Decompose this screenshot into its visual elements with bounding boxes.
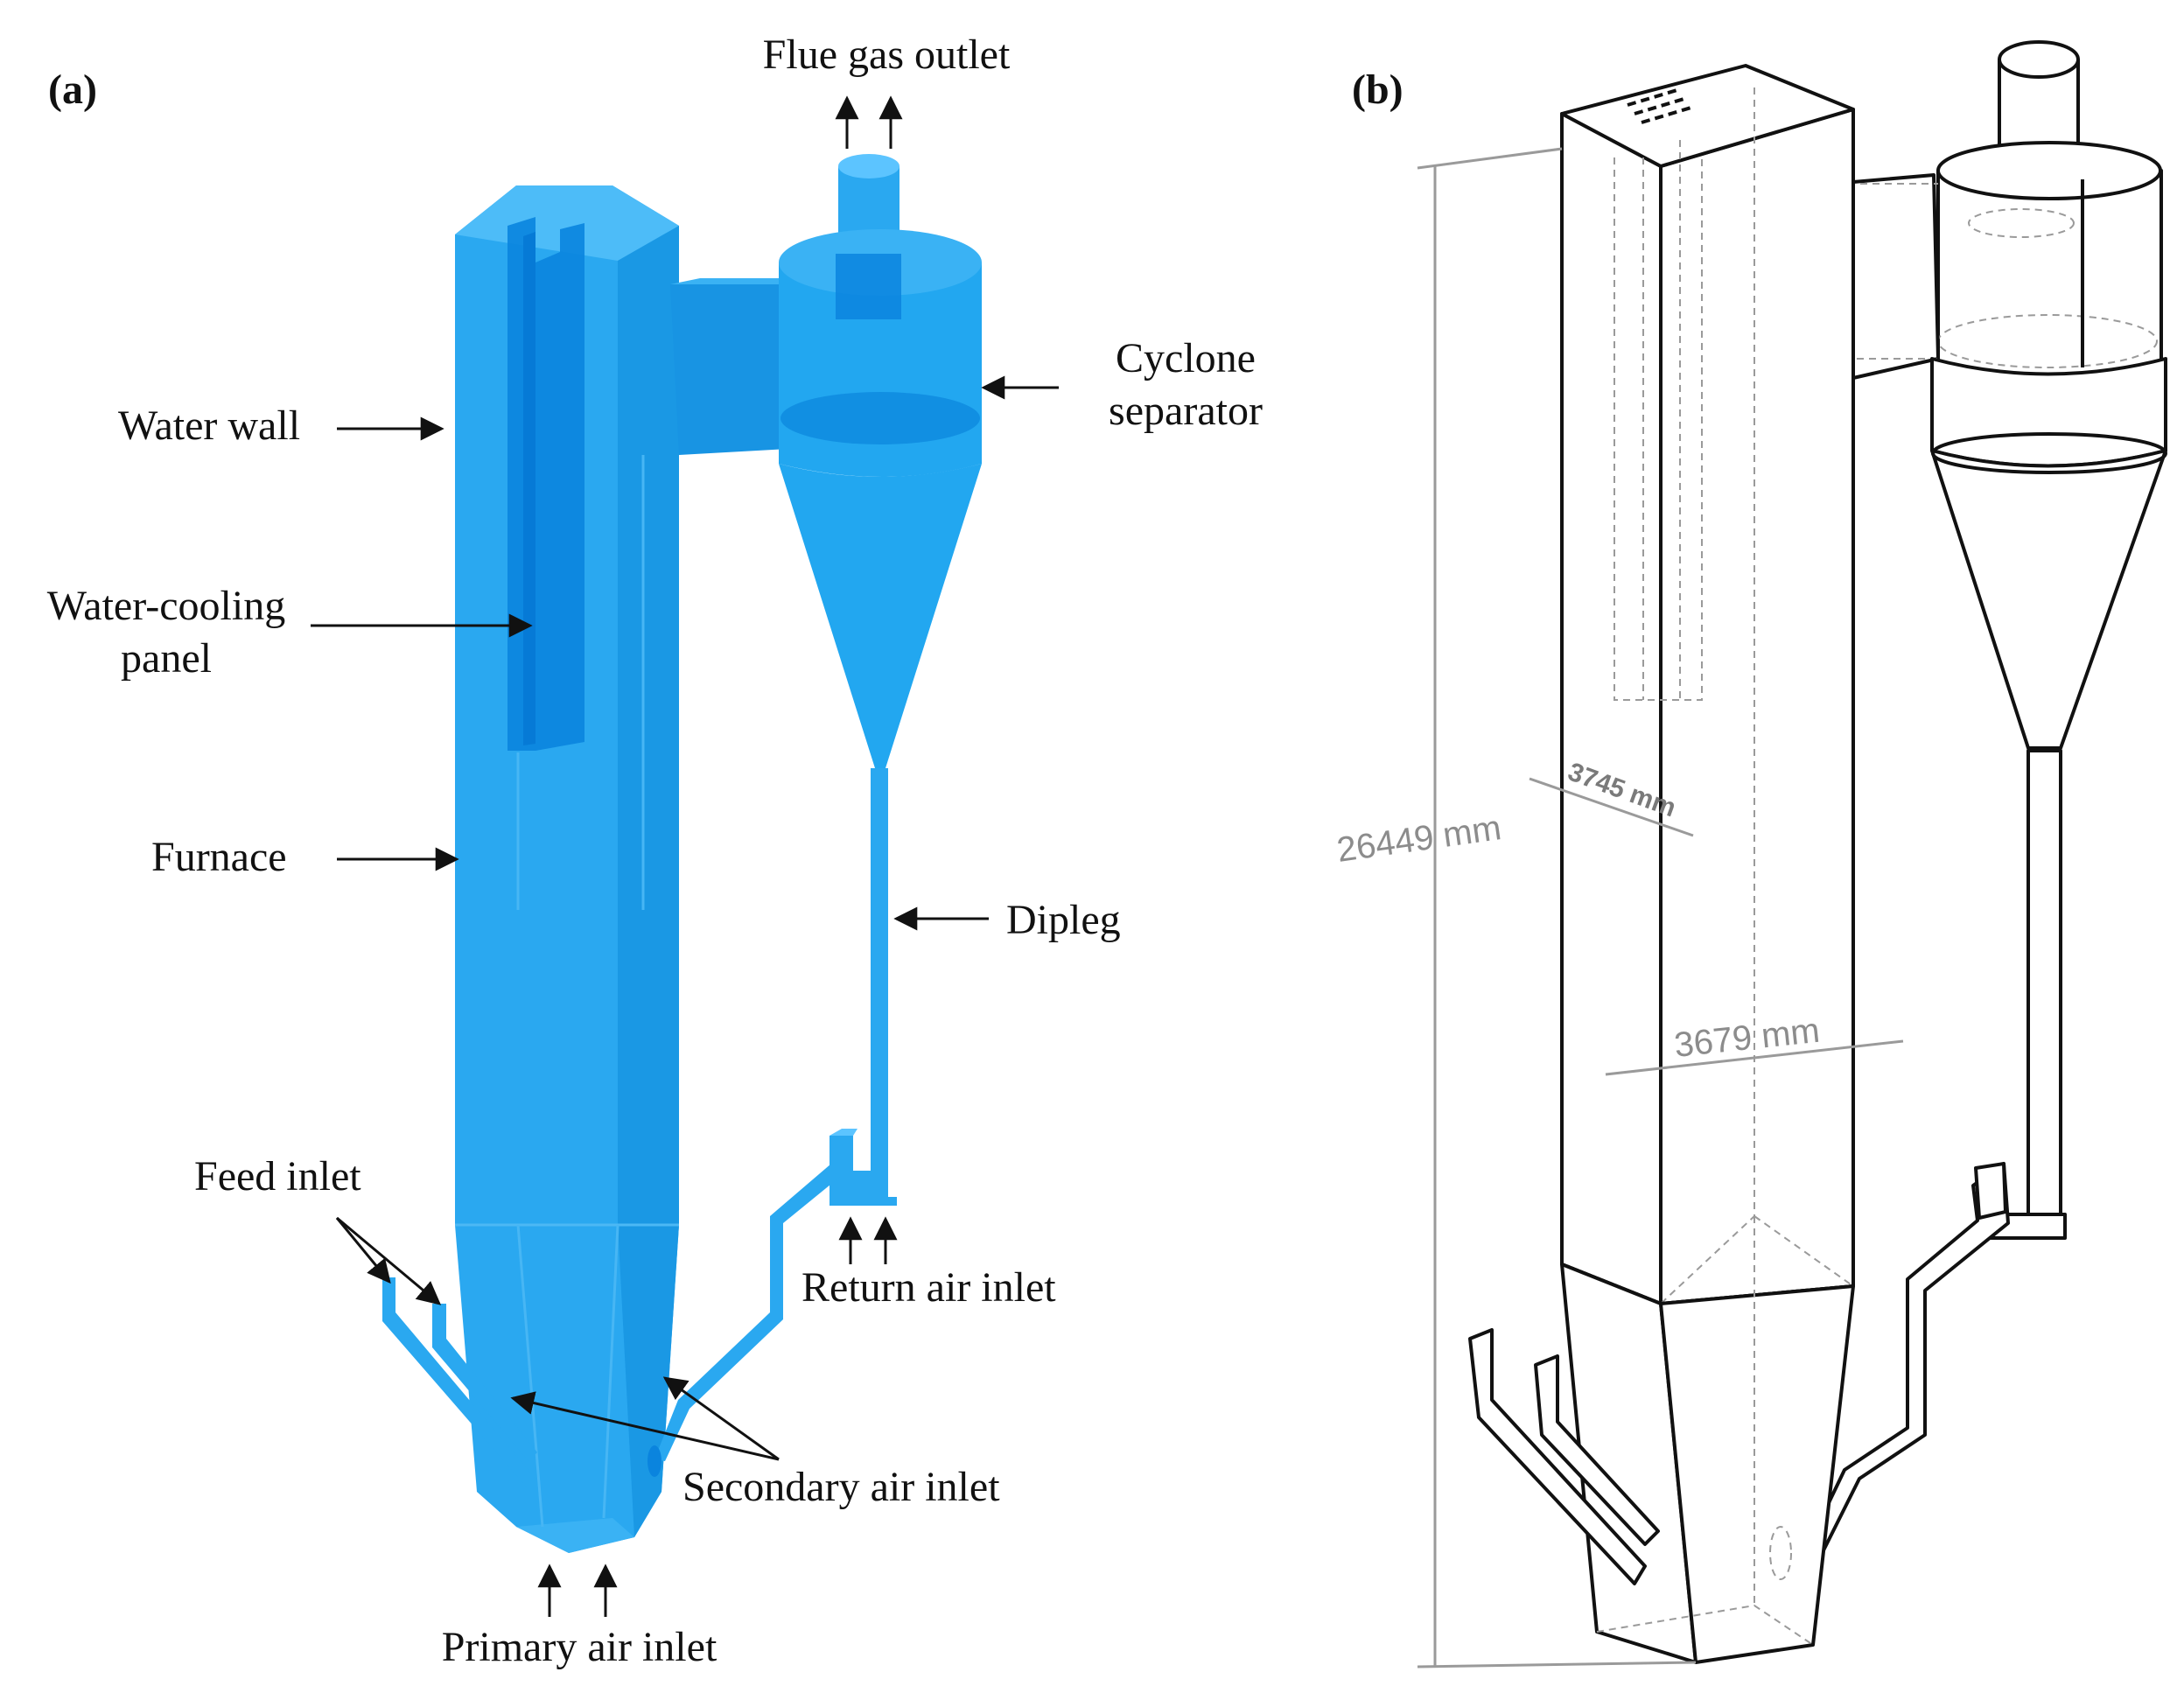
label-flue-gas-outlet: Flue gas outlet — [763, 31, 1011, 78]
outline-feed-inlet-left — [1468, 1328, 1647, 1585]
dim-height-ext-top — [1417, 147, 1563, 170]
feed-inlet-right — [432, 1304, 537, 1461]
dipleg-pipe — [871, 768, 888, 1197]
outline-outlet-pipe-top — [1998, 40, 2080, 79]
water-cooling-panel-highlight — [523, 232, 536, 745]
outline-furnace-front — [1560, 112, 1662, 1305]
label-cyclone-line1: Cyclone — [1116, 335, 1256, 381]
outline-duct — [1852, 173, 1940, 380]
label-water-cooling-line2: panel — [121, 635, 212, 682]
outline-secondary-port-hidden — [1769, 1526, 1792, 1580]
feed-inlet-arrow-right — [336, 1216, 442, 1305]
outline-furnace-top — [1560, 64, 1855, 168]
outline-hidden-panel — [1614, 140, 1703, 701]
connecting-duct — [670, 284, 803, 455]
outline-cyclone-inner-ring-top — [1968, 208, 2075, 238]
outline-dipleg — [2026, 749, 2062, 1218]
cyclone-cone — [779, 464, 982, 768]
secondary-air-arrow-left — [510, 1391, 780, 1461]
panel-a-tag: (a) — [48, 66, 97, 113]
return-leg — [654, 1164, 840, 1461]
outline-hopper-hidden — [1596, 1216, 1814, 1646]
outline-cone-top-ring — [1931, 432, 2167, 474]
outlet-pipe-inner — [836, 254, 901, 319]
secondary-air-arrow-right — [662, 1376, 780, 1461]
secondary-air-port-right — [648, 1445, 662, 1477]
outlet-pipe-top — [838, 154, 900, 178]
label-dipleg: Dipleg — [1006, 897, 1121, 943]
feed-inlet-left — [382, 1277, 536, 1487]
outline-return-leg-cap — [1974, 1162, 2007, 1220]
cfb-model-blue — [382, 154, 982, 1553]
connecting-duct-top — [670, 278, 814, 284]
outline-feed-inlet-right — [1534, 1354, 1660, 1546]
dim-depth-line — [1529, 777, 1694, 837]
outline-cyclone-skirt — [1930, 357, 2167, 468]
panel-a: (a) — [47, 31, 1263, 1670]
furnace-inner-edges — [516, 455, 645, 1528]
outline-cyclone-top — [1936, 141, 2162, 200]
furnace-bottom — [516, 1518, 634, 1553]
outline-cyclone-cone — [1930, 449, 2167, 750]
label-furnace: Furnace — [151, 834, 287, 880]
dim-width-line — [1605, 1039, 1904, 1076]
label-water-cooling-line1: Water-cooling — [47, 583, 285, 629]
label-feed-inlet: Feed inlet — [194, 1153, 361, 1200]
label-primary-air-inlet: Primary air inlet — [442, 1624, 718, 1670]
panel-b-tag: (b) — [1352, 66, 1404, 113]
label-return-air-inlet: Return air inlet — [802, 1264, 1056, 1311]
label-water-wall: Water wall — [118, 402, 300, 449]
cfb-model-outline — [1468, 40, 2167, 1664]
return-box — [830, 1136, 897, 1206]
dim-height-ext-bottom — [1417, 1661, 1697, 1669]
outline-furnace-side — [1659, 108, 1855, 1305]
dim-height-label: 26449 mm — [1334, 808, 1503, 870]
panel-b: (b) — [1334, 40, 2167, 1669]
outline-hopper-side — [1659, 1284, 1855, 1664]
cyclone-ring — [780, 392, 980, 444]
outline-furnace-top-vents — [1627, 87, 1695, 124]
return-box-shade — [830, 1129, 858, 1136]
feed-inlet-arrow-left — [335, 1217, 391, 1284]
furnace-side-shade — [618, 226, 679, 1537]
label-secondary-air-inlet: Secondary air inlet — [682, 1464, 1000, 1510]
water-cooling-panel-shape — [508, 217, 584, 751]
label-cyclone-line2: separator — [1109, 388, 1263, 434]
